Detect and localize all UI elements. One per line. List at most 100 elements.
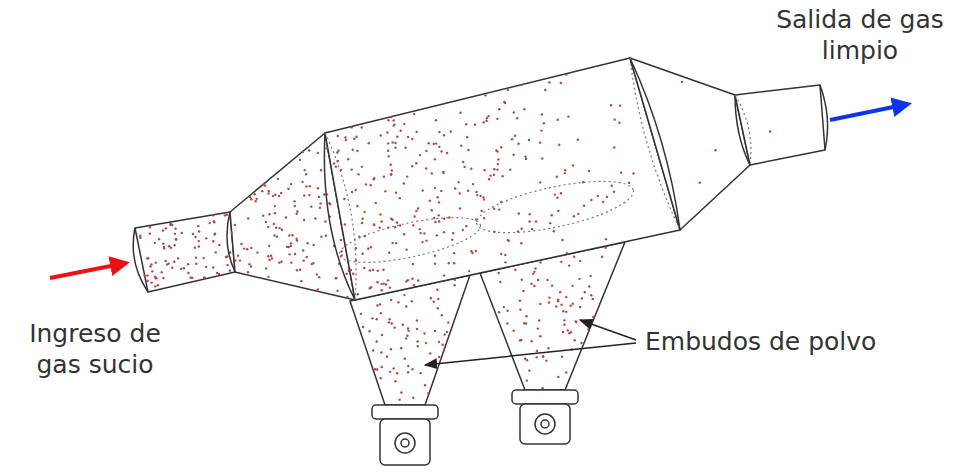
dust-particle xyxy=(548,296,550,298)
dust-particle xyxy=(296,210,298,212)
dust-particle xyxy=(590,294,592,296)
dust-particle xyxy=(394,146,396,148)
hidden-edge xyxy=(630,58,680,230)
dust-particle xyxy=(520,242,522,244)
dust-particle xyxy=(568,264,570,266)
dust-particle xyxy=(475,250,477,252)
dust-particle xyxy=(394,142,396,144)
dust-particle xyxy=(139,235,141,237)
dust-particle xyxy=(553,230,555,232)
dust-particle xyxy=(383,176,385,178)
dust-particle xyxy=(499,281,501,283)
dust-particle xyxy=(435,119,437,121)
dust-particle xyxy=(411,300,413,302)
dust-particle xyxy=(348,270,350,272)
dust-particle xyxy=(512,330,514,332)
dust-particle xyxy=(336,290,338,292)
dust-particle xyxy=(562,310,564,312)
dust-particle xyxy=(558,144,560,146)
dust-particle xyxy=(524,156,526,158)
dust-particle xyxy=(421,189,423,191)
dust-particle xyxy=(584,291,586,293)
dust-particle xyxy=(565,73,567,75)
dust-particle xyxy=(216,272,218,274)
dust-particle xyxy=(407,371,409,373)
dust-particle xyxy=(541,387,543,389)
dust-particle xyxy=(302,151,304,153)
dust-particle xyxy=(620,172,622,174)
dust-particle xyxy=(250,265,252,267)
dust-particle xyxy=(151,270,153,272)
dust-particle xyxy=(369,269,371,271)
dust-particle xyxy=(611,185,613,187)
dust-particle xyxy=(557,119,559,121)
dust-particle xyxy=(393,326,395,328)
dust-particle xyxy=(203,276,205,278)
dust-particle xyxy=(368,330,370,332)
dust-particle xyxy=(423,332,425,334)
pipe-end xyxy=(820,85,828,150)
dust-particle xyxy=(632,172,634,174)
dust-particle xyxy=(415,131,417,133)
dust-particle xyxy=(400,347,402,349)
dust-particle xyxy=(605,238,607,240)
dust-particle xyxy=(462,229,464,231)
dust-particle xyxy=(360,126,362,128)
dust-particle xyxy=(507,240,509,242)
dust-particle xyxy=(285,216,287,218)
dust-particle xyxy=(523,108,525,110)
dust-particle xyxy=(565,311,567,313)
leader-line xyxy=(425,343,636,365)
dust-particle xyxy=(520,84,522,86)
dust-particle xyxy=(162,229,164,231)
dust-particle xyxy=(301,181,303,183)
dust-particle xyxy=(425,150,427,152)
dust-particle xyxy=(247,217,249,219)
dust-particle xyxy=(168,245,170,247)
dust-particle xyxy=(511,138,513,140)
dust-particle xyxy=(214,232,216,234)
dust-particle xyxy=(400,391,402,393)
dust-particle xyxy=(520,339,522,341)
dust-particle xyxy=(628,182,630,184)
dust-particle xyxy=(412,263,414,265)
dust-particle xyxy=(325,147,327,149)
dust-particle xyxy=(549,222,551,224)
dust-particle xyxy=(442,171,444,173)
dust-particle xyxy=(352,273,354,275)
dust-particle xyxy=(592,298,594,300)
dust-particle xyxy=(275,227,277,229)
dust-particle xyxy=(302,259,304,261)
dust-particle xyxy=(619,104,621,106)
dust-particle xyxy=(391,169,393,171)
dust-particle xyxy=(161,271,163,273)
dust-particle xyxy=(403,294,405,296)
dust-particle xyxy=(379,213,381,215)
dust-particle xyxy=(293,200,295,202)
dust-particle xyxy=(463,166,465,168)
dust-particle xyxy=(192,233,194,235)
dust-particle xyxy=(446,331,448,333)
dust-particle xyxy=(333,162,335,164)
dust-particle xyxy=(488,178,490,180)
dust-particle xyxy=(567,115,569,117)
dust-particle xyxy=(528,213,530,215)
dust-particle xyxy=(386,356,388,358)
dust-particle xyxy=(506,322,508,324)
dust-particle xyxy=(506,310,508,312)
dust-particle xyxy=(437,214,439,216)
valve-hub xyxy=(541,420,549,428)
dust-particle xyxy=(542,355,544,357)
dust-particle xyxy=(394,380,396,382)
valve-hub xyxy=(401,439,409,447)
dust-particle xyxy=(323,193,325,195)
dust-particle xyxy=(234,224,236,226)
dust-particle xyxy=(180,268,182,270)
dust-particle xyxy=(411,138,413,140)
dust-particle xyxy=(143,274,145,276)
dust-particle xyxy=(573,339,575,341)
dust-particle xyxy=(403,233,405,235)
dust-particle xyxy=(500,253,502,255)
dust-particle xyxy=(387,119,389,121)
dust-particle xyxy=(404,357,406,359)
